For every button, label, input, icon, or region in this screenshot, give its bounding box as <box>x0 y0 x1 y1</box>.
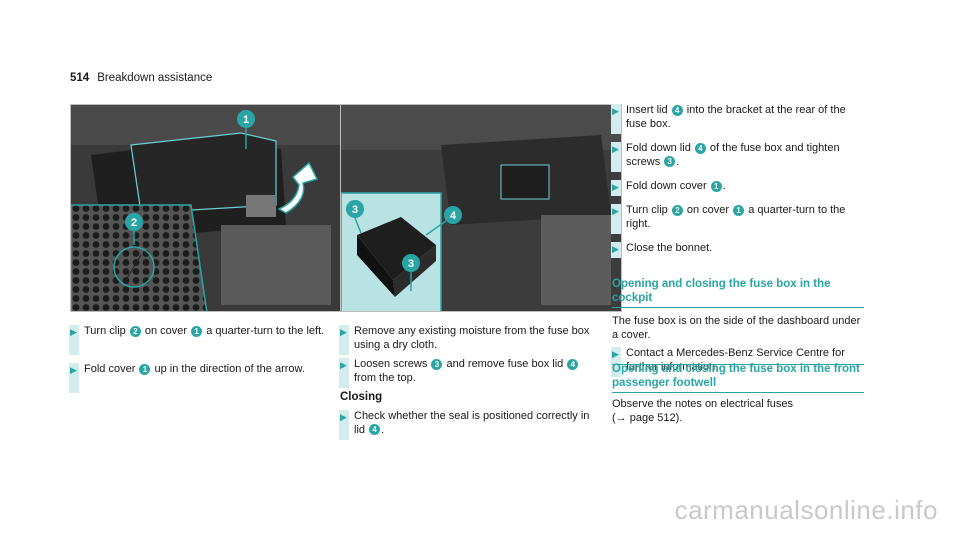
col2-step-2: ▶ Loosen screws 3 and remove fuse box li… <box>339 358 590 388</box>
callout-1 <box>237 110 255 128</box>
section-body-cockpit: The fuse box is on the side of the dashb… <box>612 315 861 341</box>
page-reference-link[interactable]: (→ page 512). <box>612 411 683 424</box>
step-arrow-icon: ▶ <box>612 349 619 359</box>
step-arrow-icon: ▶ <box>70 327 77 337</box>
page-number: 514 <box>70 72 90 84</box>
watermark: carmanualsonline.info <box>674 495 938 525</box>
section-heading-footwell <box>612 362 864 365</box>
closing-heading: Closing <box>340 391 383 403</box>
col3-step-1: ▶ Insert lid 4 into the bracket at the r… <box>611 104 864 134</box>
step-arrow-icon: ▶ <box>612 144 619 154</box>
col1-step-2: ▶ Fold cover 1 up in the direction of th… <box>69 363 310 393</box>
step-arrow-icon: ▶ <box>70 365 77 375</box>
callout-3b-label: 3 <box>408 258 414 270</box>
col2-step-3: ▶ Check whether the seal is positioned c… <box>339 410 590 440</box>
step-arrow-icon: ▶ <box>612 206 619 216</box>
step-arrow-icon: ▶ <box>612 182 619 192</box>
callout-3-label: 3 <box>352 204 358 216</box>
step-arrow-icon: ▶ <box>612 244 619 254</box>
callout-1-label: 1 <box>243 114 249 126</box>
callout-2-label: 2 <box>131 217 137 229</box>
col3-step-2: ▶ Fold down lid 4 of the fuse box and ti… <box>611 142 864 172</box>
engine-bay-photo-cover: 1 2 <box>70 104 352 312</box>
section-body-footwell: Observe the notes on electrical fuses (→… <box>612 398 864 425</box>
step-arrow-icon: ▶ <box>340 360 347 370</box>
callout-4-label: 4 <box>450 210 457 222</box>
col3-step-4: ▶ Turn clip 2 on cover 1 a quarter-turn … <box>611 204 864 234</box>
step-arrow-icon: ▶ <box>340 412 347 422</box>
col3-step-5: ▶ Close the bonnet. <box>611 242 864 258</box>
col2-step-1: ▶ Remove any existing moisture from the … <box>339 325 600 355</box>
col1-step-1: ▶ Turn clip 2 on cover 1 a quarter-turn … <box>69 325 340 355</box>
col3-step-3: ▶ Fold down cover 1. <box>611 180 864 196</box>
section-heading-cockpit: Opening and closing the fuse box in the … <box>612 277 864 308</box>
step-arrow-icon: ▶ <box>340 327 347 337</box>
page-header: 514 Breakdown assistance <box>70 72 212 84</box>
col3-section1-step: ▶ Contact a Mercedes-Benz Service Centre… <box>611 347 864 377</box>
engine-bay-photo-fuse-box: 3 4 3 <box>340 104 622 312</box>
page-title: Breakdown assistance <box>97 72 213 84</box>
section-heading-footwell-text: Opening and closing the fuse box in the … <box>612 362 864 393</box>
step-arrow-icon: ▶ <box>612 106 619 116</box>
